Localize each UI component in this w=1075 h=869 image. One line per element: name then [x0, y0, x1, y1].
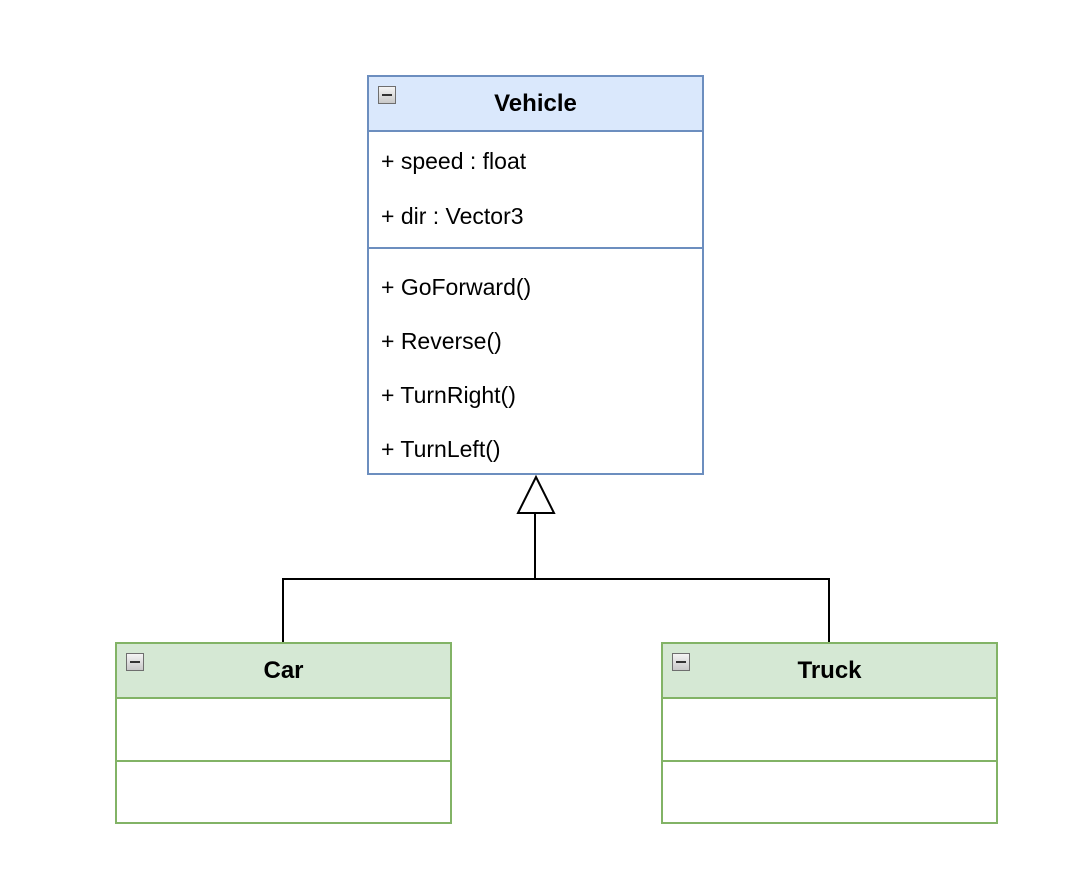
- attribute[interactable]: + dir : Vector3: [381, 203, 524, 229]
- car-generalization-edge: [282, 514, 536, 642]
- class-vehicle[interactable]: Vehicle + speed : float + dir : Vector3 …: [367, 75, 704, 475]
- class-header: Car: [117, 644, 450, 699]
- class-header: Truck: [663, 644, 996, 699]
- class-name: Truck: [797, 656, 862, 684]
- operation[interactable]: + TurnLeft(): [381, 436, 501, 462]
- operations-section[interactable]: [663, 762, 996, 824]
- inheritance-arrowhead: [516, 474, 556, 514]
- class-car[interactable]: Car: [115, 642, 452, 824]
- collapse-icon[interactable]: [378, 86, 396, 104]
- truck-generalization-edge: [535, 578, 830, 642]
- collapse-icon[interactable]: [672, 653, 690, 671]
- operation[interactable]: + GoForward(): [381, 274, 532, 300]
- class-truck[interactable]: Truck: [661, 642, 998, 824]
- attributes-section: + speed : float + dir : Vector3: [369, 132, 702, 249]
- class-name: Car: [263, 656, 304, 684]
- operations-section[interactable]: [117, 762, 450, 824]
- class-header: Vehicle: [369, 77, 702, 132]
- operation[interactable]: + TurnRight(): [381, 382, 516, 408]
- attributes-section[interactable]: [117, 699, 450, 762]
- class-name: Vehicle: [494, 89, 577, 117]
- attribute[interactable]: + speed : float: [381, 148, 527, 174]
- operations-section: + GoForward() + Reverse() + TurnRight() …: [369, 249, 702, 476]
- attributes-section[interactable]: [663, 699, 996, 762]
- operation[interactable]: + Reverse(): [381, 328, 502, 354]
- collapse-icon[interactable]: [126, 653, 144, 671]
